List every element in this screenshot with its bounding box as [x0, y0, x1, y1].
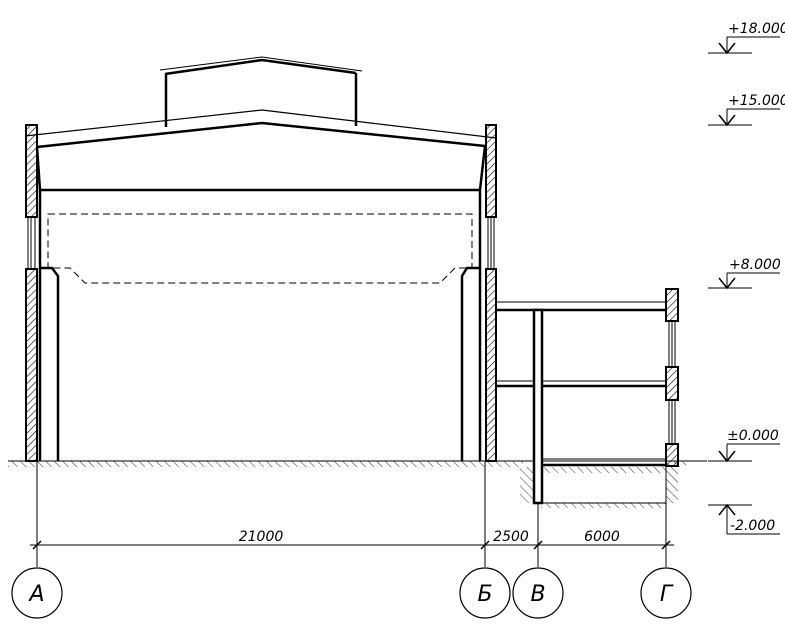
- ground-hatch-main: [8, 461, 523, 467]
- overhead-crane: [47, 213, 473, 284]
- dimension-21000: 21000: [239, 529, 284, 545]
- elevation-mark-18: +18.000: [708, 21, 785, 55]
- roof-slab: [36, 121, 486, 149]
- right-wall-lower: [485, 268, 497, 462]
- ground-hatch-annex: [541, 467, 666, 473]
- annex-wall-middle: [665, 366, 679, 401]
- elevation-label-0: ±0.000: [727, 428, 779, 444]
- ground: [8, 460, 707, 508]
- annex: [496, 288, 679, 505]
- axis-label-g: Г: [660, 582, 674, 607]
- annex-wall-bottom: [665, 443, 679, 467]
- roof-top-line: [24, 109, 497, 139]
- dimension-2500: 2500: [493, 529, 529, 545]
- ground-hatch-pit-left: [520, 467, 534, 503]
- axis-bubble-v: В: [512, 567, 564, 619]
- elevation-mark-0: ±0.000: [708, 428, 780, 463]
- main-hall: [24, 56, 497, 462]
- axis-bubble-a: А: [11, 567, 63, 619]
- axis-label-b: Б: [477, 582, 492, 607]
- elevation-mark-8: +8.000: [708, 257, 781, 290]
- annex-wall-top: [665, 288, 679, 322]
- left-wall-upper: [25, 124, 38, 218]
- left-column: [38, 190, 60, 461]
- dimension-6000: 6000: [584, 529, 620, 545]
- elevation-mark-minus-2: -2.000: [708, 503, 780, 535]
- annex-column: [532, 308, 544, 505]
- roof-lantern: [159, 56, 363, 127]
- ground-hatch-pit-bottom: [541, 503, 666, 508]
- axis-bubble-b: Б: [459, 567, 511, 619]
- left-wall-lower: [25, 268, 38, 462]
- elevation-mark-15: +15.000: [708, 93, 785, 127]
- ground-hatch-pit-right: [666, 467, 678, 503]
- axis-bubble-g: Г: [640, 567, 692, 619]
- elevation-label-18: +18.000: [728, 21, 785, 37]
- axis-label-a: А: [27, 582, 44, 607]
- right-column: [460, 190, 482, 461]
- axis-label-v: В: [530, 582, 545, 607]
- elevation-label-15: +15.000: [728, 93, 785, 109]
- elevation-label-8: +8.000: [729, 257, 781, 273]
- dimension-chain: 21000 2500 6000: [30, 461, 674, 567]
- elevation-label-minus-2: -2.000: [730, 518, 775, 534]
- right-wall-upper: [485, 124, 497, 218]
